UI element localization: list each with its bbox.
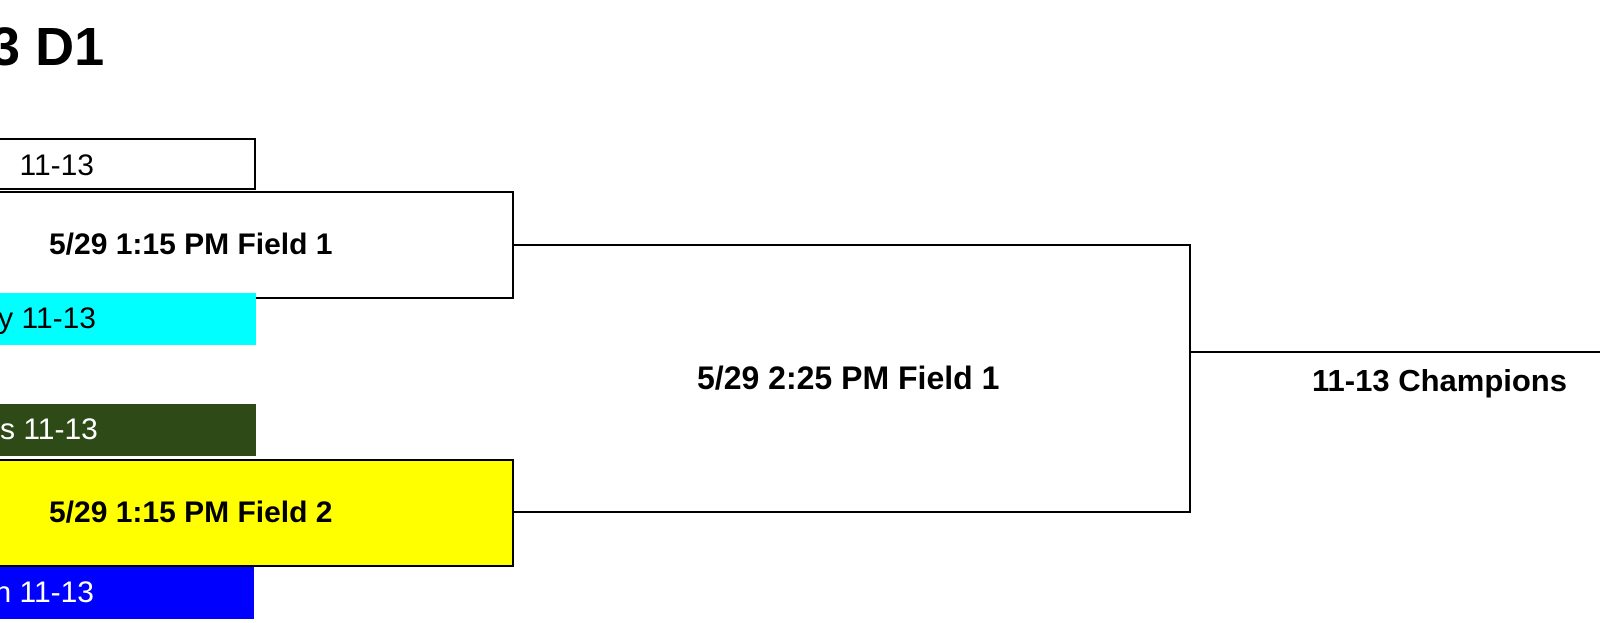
game-box-1: 5/29 1:15 PM Field 1 — [0, 191, 514, 299]
connector-final-vertical — [1189, 244, 1191, 513]
bracket-title: 13 D1 — [0, 17, 105, 77]
game-2-label: 5/29 1:15 PM Field 2 — [49, 496, 333, 529]
team-slot-2: y 11-13 — [0, 293, 256, 345]
team-slot-1-label: 11-13 — [19, 149, 94, 182]
game-box-2: 5/29 1:15 PM Field 2 — [0, 459, 514, 567]
team-slot-3-label: rs 11-13 — [0, 413, 98, 446]
team-slot-4-label: n 11-13 — [0, 576, 94, 609]
champion-label: 11-13 Champions — [1312, 363, 1567, 398]
connector-game-1-horizontal — [514, 244, 1191, 246]
game-1-label: 5/29 1:15 PM Field 1 — [49, 228, 333, 261]
team-slot-3: rs 11-13 — [0, 404, 256, 456]
connector-game-2-horizontal — [514, 511, 1191, 513]
team-slot-4: n 11-13 — [0, 567, 254, 619]
connector-champion-horizontal — [1189, 351, 1600, 353]
team-slot-2-label: y 11-13 — [0, 302, 96, 335]
final-game-label: 5/29 2:25 PM Field 1 — [697, 360, 1000, 396]
team-slot-1: 11-13 — [0, 138, 256, 190]
